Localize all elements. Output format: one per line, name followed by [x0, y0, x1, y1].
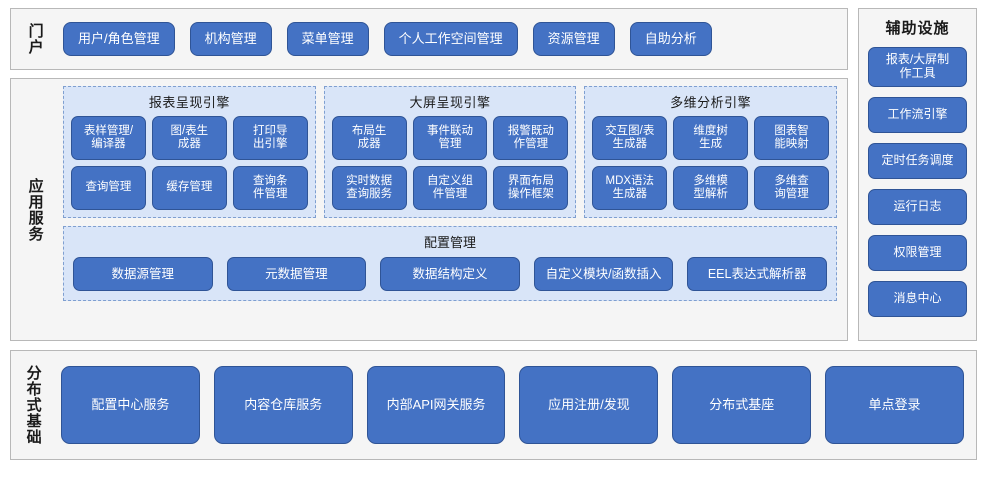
engine-grid-large-screen-rendering: 布局生 成器 事件联动 管理 报警既动 作管理 实时数据 查询服务 自定义组 件…	[331, 116, 569, 210]
application-services-section-label: 应用服务	[26, 177, 44, 242]
engine-item-multidimensional-model-parsing[interactable]: 多维模 型解析	[673, 166, 749, 210]
auxiliary-facilities-section: 辅助设施 报表/大屏制 作工具 工作流引擎 定时任务调度 运行日志 权限管理 消…	[858, 8, 977, 341]
engine-title-large-screen-rendering: 大屏呈现引擎	[409, 95, 491, 110]
application-services-section: 应用服务 报表呈现引擎 表样管理/ 编译器 图/表生 成器 打印导 出引擎 查询…	[10, 78, 848, 341]
portal-button-self-service-analysis[interactable]: 自助分析	[629, 22, 712, 56]
portal-button-user-role-management[interactable]: 用户/角色管理	[63, 22, 175, 56]
auxiliary-facilities-title: 辅助设施	[885, 20, 950, 37]
engine-item-event-linkage-management[interactable]: 事件联动 管理	[412, 116, 488, 160]
distributed-item-distributed-base[interactable]: 分布式基座	[672, 366, 812, 444]
aux-item-message-center[interactable]: 消息中心	[868, 281, 967, 317]
portal-button-personal-workspace-management[interactable]: 个人工作空间管理	[383, 22, 518, 56]
application-services-body: 报表呈现引擎 表样管理/ 编译器 图/表生 成器 打印导 出引擎 查询管理 缓存…	[59, 79, 847, 340]
engine-item-print-export-engine[interactable]: 打印导 出引擎	[232, 116, 308, 160]
engines-row: 报表呈现引擎 表样管理/ 编译器 图/表生 成器 打印导 出引擎 查询管理 缓存…	[63, 86, 838, 218]
aux-item-runtime-log[interactable]: 运行日志	[868, 189, 967, 225]
config-item-data-structure-definition[interactable]: 数据结构定义	[380, 257, 520, 291]
engine-item-chart-table-generator[interactable]: 图/表生 成器	[151, 116, 227, 160]
config-item-custom-module-function-insert[interactable]: 自定义模块/函数插入	[533, 257, 674, 291]
engine-title-multidimensional-analysis: 多维分析引擎	[670, 95, 752, 110]
engine-item-custom-component-management[interactable]: 自定义组 件管理	[412, 166, 488, 210]
distributed-item-content-repository-service[interactable]: 内容仓库服务	[213, 366, 353, 444]
engine-item-realtime-data-query-service[interactable]: 实时数据 查询服务	[331, 166, 407, 210]
aux-item-workflow-engine[interactable]: 工作流引擎	[868, 97, 967, 133]
distributed-item-application-registry-discovery[interactable]: 应用注册/发现	[519, 366, 659, 444]
config-item-eel-expression-parser[interactable]: EEL表达式解析器	[687, 257, 827, 291]
engine-item-interactive-chart-table-generator[interactable]: 交互图/表 生成器	[592, 116, 668, 160]
engine-item-layout-generator[interactable]: 布局生 成器	[331, 116, 407, 160]
engine-item-template-management-compiler[interactable]: 表样管理/ 编译器	[71, 116, 146, 160]
aux-item-scheduled-task-scheduling[interactable]: 定时任务调度	[868, 143, 967, 179]
aux-item-report-dashboard-authoring-tool[interactable]: 报表/大屏制 作工具	[868, 47, 967, 87]
portal-button-organization-management[interactable]: 机构管理	[189, 22, 272, 56]
aux-item-permission-management[interactable]: 权限管理	[868, 235, 967, 271]
portal-button-menu-management[interactable]: 菜单管理	[286, 22, 369, 56]
engine-group-multidimensional-analysis: 多维分析引擎 交互图/表 生成器 维度树 生成 图表智 能映射 MDX语法 生成…	[584, 86, 838, 218]
engine-grid-report-rendering: 表样管理/ 编译器 图/表生 成器 打印导 出引擎 查询管理 缓存管理 查询条 …	[71, 116, 308, 210]
engine-item-alarm-action-management[interactable]: 报警既动 作管理	[493, 116, 569, 160]
portal-section-label: 门户	[26, 23, 44, 55]
distributed-foundation-section-label: 分布式基础	[24, 365, 42, 445]
config-management-items: 数据源管理 元数据管理 数据结构定义 自定义模块/函数插入 EEL表达式解析器	[73, 257, 827, 291]
config-item-datasource-management[interactable]: 数据源管理	[73, 257, 213, 291]
engine-title-report-rendering: 报表呈现引擎	[148, 95, 230, 110]
distributed-item-config-center-service[interactable]: 配置中心服务	[61, 366, 200, 444]
left-column: 门户 用户/角色管理 机构管理 菜单管理 个人工作空间管理 资源管理 自助分析 …	[10, 8, 848, 341]
engine-item-mdx-syntax-generator[interactable]: MDX语法 生成器	[592, 166, 668, 210]
distributed-item-internal-api-gateway-service[interactable]: 内部API网关服务	[366, 366, 506, 444]
engine-item-dimension-tree-generation[interactable]: 维度树 生成	[673, 116, 749, 160]
portal-button-resource-management[interactable]: 资源管理	[532, 22, 615, 56]
engine-item-ui-layout-operation-framework[interactable]: 界面布局 操作框架	[493, 166, 569, 210]
engine-group-large-screen-rendering: 大屏呈现引擎 布局生 成器 事件联动 管理 报警既动 作管理 实时数据 查询服务…	[323, 86, 577, 218]
engine-item-query-management[interactable]: 查询管理	[71, 166, 146, 210]
portal-section: 门户 用户/角色管理 机构管理 菜单管理 个人工作空间管理 资源管理 自助分析	[10, 8, 848, 70]
engine-grid-multidimensional-analysis: 交互图/表 生成器 维度树 生成 图表智 能映射 MDX语法 生成器 多维模 型…	[592, 116, 830, 210]
portal-buttons: 用户/角色管理 机构管理 菜单管理 个人工作空间管理 资源管理 自助分析	[59, 9, 847, 69]
upper-region: 门户 用户/角色管理 机构管理 菜单管理 个人工作空间管理 资源管理 自助分析 …	[10, 8, 977, 341]
engine-item-multidimensional-query-management[interactable]: 多维查 询管理	[754, 166, 830, 210]
engine-group-report-rendering: 报表呈现引擎 表样管理/ 编译器 图/表生 成器 打印导 出引擎 查询管理 缓存…	[63, 86, 316, 218]
engine-item-cache-management[interactable]: 缓存管理	[151, 166, 227, 210]
config-management-title: 配置管理	[423, 235, 476, 250]
config-management-band: 配置管理 数据源管理 元数据管理 数据结构定义 自定义模块/函数插入 EEL表达…	[63, 226, 837, 301]
distributed-item-single-sign-on[interactable]: 单点登录	[825, 366, 964, 444]
distributed-foundation-items: 配置中心服务 内容仓库服务 内部API网关服务 应用注册/发现 分布式基座 单点…	[55, 351, 976, 459]
engine-item-query-condition-management[interactable]: 查询条 件管理	[232, 166, 308, 210]
auxiliary-facilities-list: 报表/大屏制 作工具 工作流引擎 定时任务调度 运行日志 权限管理 消息中心	[868, 47, 967, 331]
engine-item-chart-intelligent-mapping[interactable]: 图表智 能映射	[754, 116, 830, 160]
distributed-foundation-section: 分布式基础 配置中心服务 内容仓库服务 内部API网关服务 应用注册/发现 分布…	[10, 350, 977, 460]
config-item-metadata-management[interactable]: 元数据管理	[226, 257, 367, 291]
